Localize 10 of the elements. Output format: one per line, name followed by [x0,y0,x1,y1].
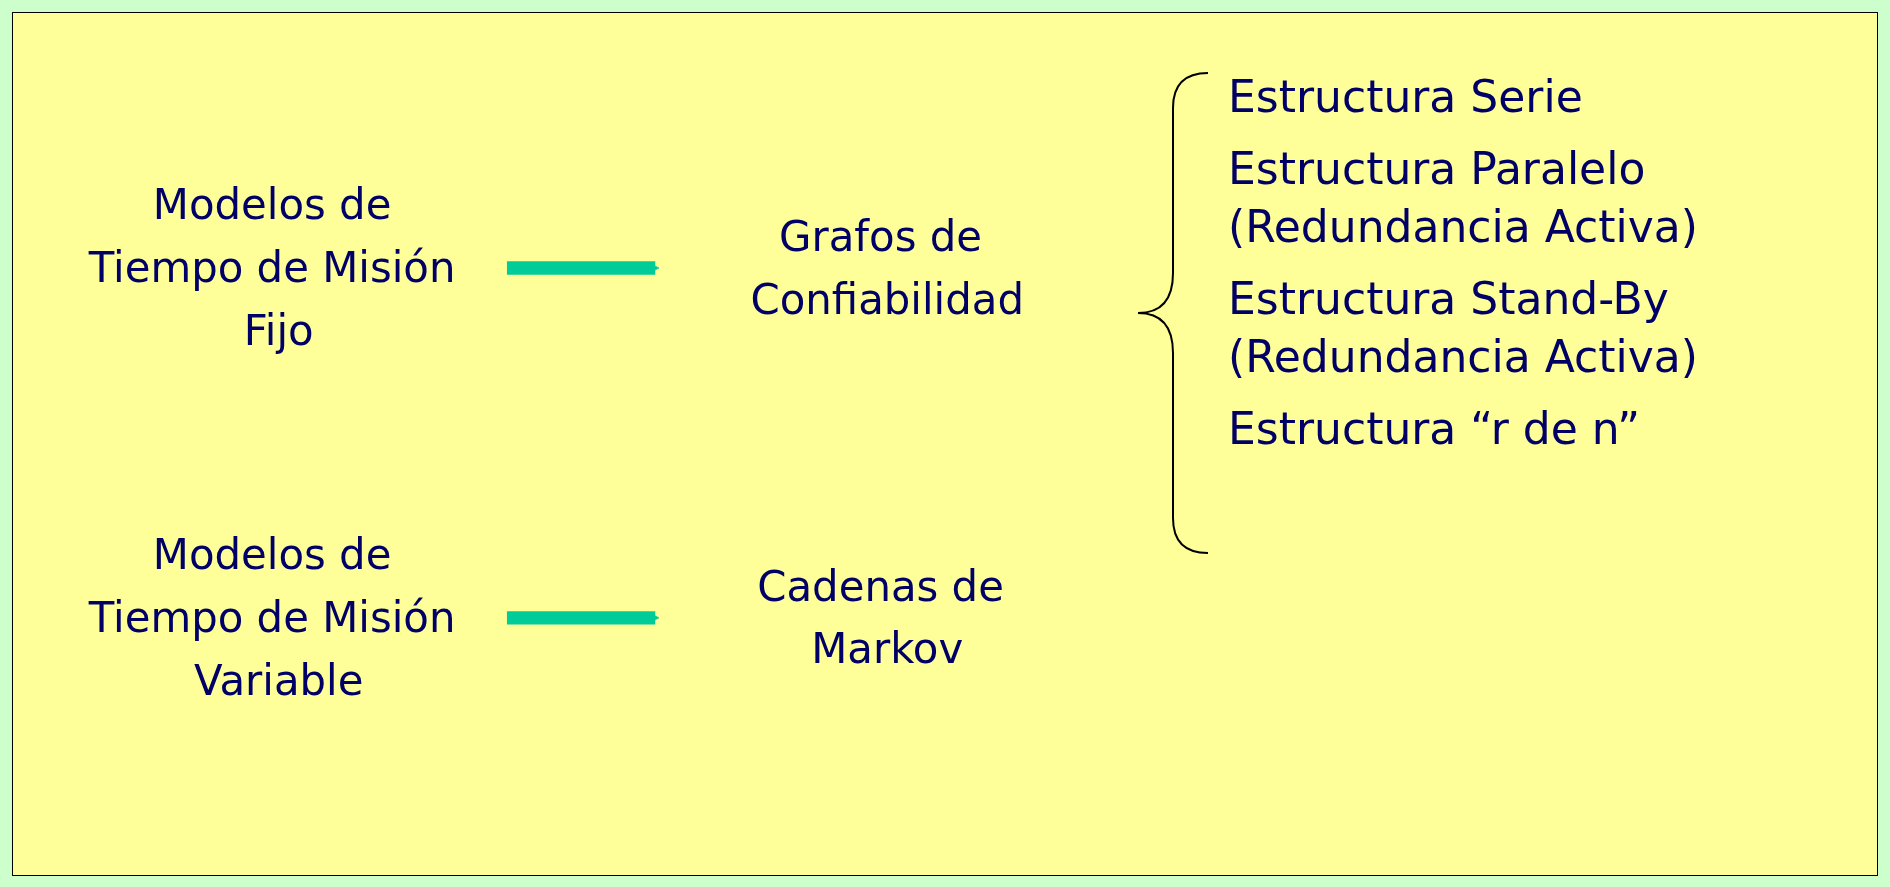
node-text: Grafos de Confiabilidad [750,211,1024,324]
structure-label: Estructura Serie [1228,70,1584,124]
arrow [506,611,660,625]
node-text: Modelos de Tiempo de Misión Fijo [88,180,456,355]
structure-label: Estructura Paralelo (Redundancia Activa) [1228,142,1699,254]
node-text: Modelos de Tiempo de Misión Variable [88,530,456,705]
arrow [506,261,660,275]
structure-label: Estructura Stand-By (Redundancia Activa) [1228,272,1699,384]
structure-label: Estructura “r de n” [1228,402,1642,456]
node-text: Cadenas de Markov [757,561,1004,674]
